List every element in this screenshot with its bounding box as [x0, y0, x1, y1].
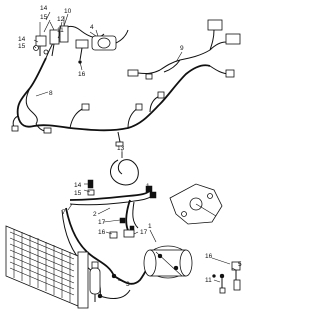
callout-7: 7	[62, 209, 66, 216]
callout-17: 17	[98, 219, 106, 226]
callout-4: 4	[90, 24, 94, 31]
receiver-drier	[89, 261, 101, 302]
callout-15: 15	[18, 43, 26, 50]
callout-9: 9	[180, 45, 184, 52]
callout-11: 11	[57, 27, 64, 34]
callout-5: 5	[238, 261, 242, 268]
compressor	[143, 245, 193, 279]
callout-13: 13	[117, 145, 125, 152]
callout-8: 8	[49, 90, 53, 97]
callout-3: 3	[126, 281, 130, 288]
callout-1: 1	[148, 223, 152, 230]
callout-11: 11	[205, 277, 212, 284]
callout-labels: 14 15 10 12 11 4 14 15 16 9 8 13 14 15 1…	[18, 5, 242, 288]
coiled-wire	[110, 152, 139, 186]
callout-12: 12	[57, 16, 65, 23]
callout-14: 14	[18, 36, 26, 43]
callout-14: 14	[40, 5, 48, 12]
sub-harness	[127, 19, 241, 80]
callout-16: 16	[205, 253, 213, 260]
callout-16: 16	[78, 71, 86, 78]
exploded-view: 14 15 10 12 11 4 14 15 16 9 8 13 14 15 1…	[5, 5, 242, 309]
compressor-bracket	[169, 183, 223, 225]
callout-1: 1	[146, 183, 150, 190]
callout-15: 15	[40, 14, 48, 21]
callout-16: 16	[98, 229, 106, 236]
callout-15: 15	[74, 190, 82, 197]
pressure-switch	[219, 261, 241, 294]
refrigerant-hoses	[61, 185, 157, 299]
blower-unit	[75, 29, 129, 64]
leader-lines	[33, 11, 237, 283]
callout-14: 14	[74, 182, 82, 189]
callout-2: 2	[93, 211, 97, 218]
parts-diagram: 14 15 10 12 11 4 14 15 16 9 8 13 14 15 1…	[5, 5, 242, 309]
condenser	[5, 225, 89, 309]
callout-17: 17	[140, 229, 148, 236]
callout-10: 10	[64, 8, 72, 15]
